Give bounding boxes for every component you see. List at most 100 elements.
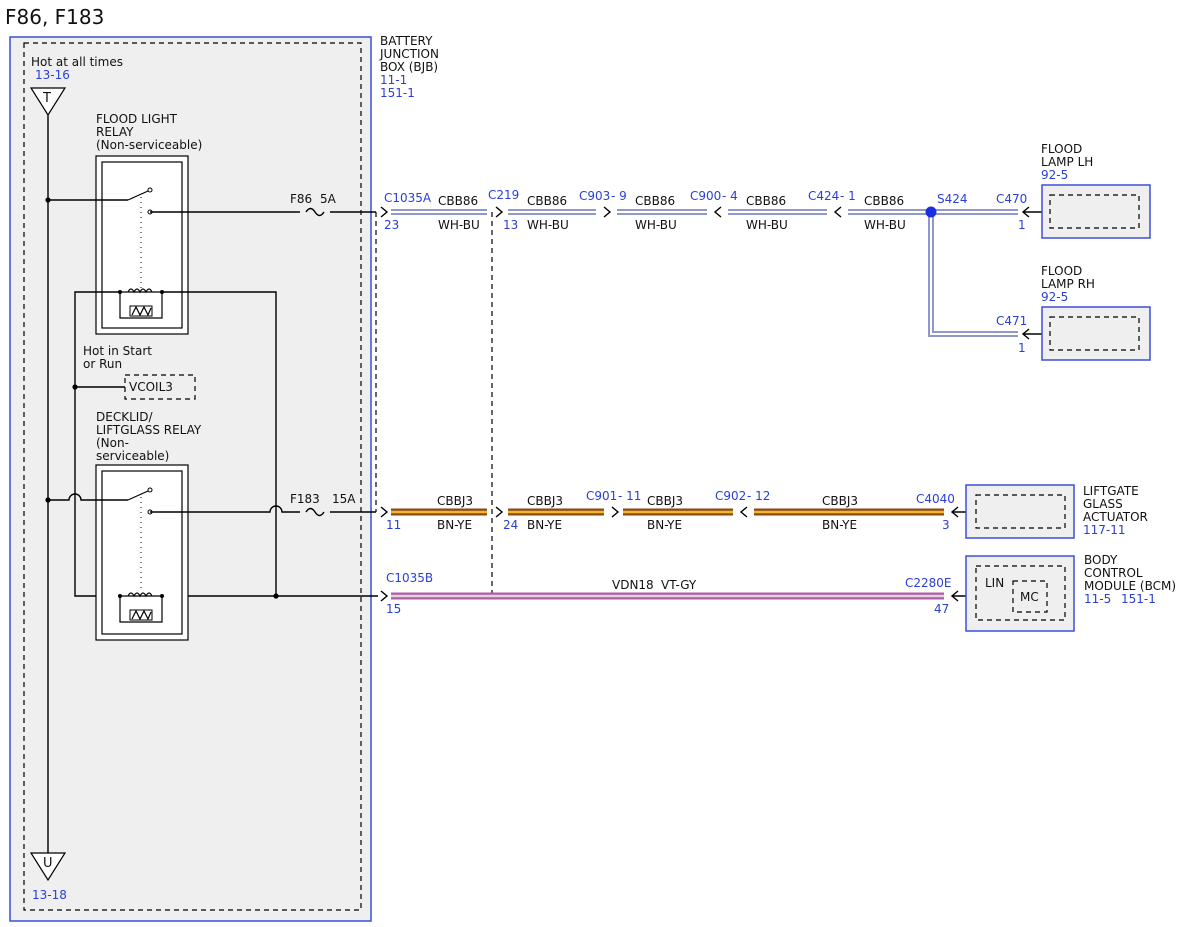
c902-label[interactable]: C902 — [715, 489, 746, 503]
c2280e-label[interactable]: C2280E — [905, 576, 952, 590]
bus-junction-1 — [45, 197, 51, 203]
flood-lamp-lh-ref[interactable]: 92-5 — [1041, 168, 1068, 182]
bcm-label-1: BODY — [1084, 553, 1118, 567]
c219-arrow-icon — [495, 206, 504, 218]
fuse-f183-icon — [300, 507, 330, 517]
bcm-lin-label: LIN — [985, 576, 1004, 590]
wire2-code-seg3: CBBJ3 — [647, 494, 683, 508]
c903-arrow-icon — [603, 206, 612, 218]
liftgate-label-3: ACTUATOR — [1083, 510, 1148, 524]
c1035b-arrow-icon — [380, 590, 389, 602]
svg-text:(Non-: (Non- — [96, 436, 129, 450]
wire-color-seg3: WH-BU — [635, 218, 677, 232]
svg-text:LIFTGLASS RELAY: LIFTGLASS RELAY — [96, 423, 202, 437]
svg-text:serviceable): serviceable) — [96, 449, 169, 463]
vcoil-label: VCOIL3 — [129, 380, 173, 394]
hot-ref-link[interactable]: 13-16 — [35, 68, 70, 82]
svg-text:11-1: 11-1 — [380, 73, 407, 87]
c903-pin: - 9 — [611, 189, 627, 203]
svg-text:Hot in Start: Hot in Start — [83, 344, 152, 358]
c900-arrow-icon — [713, 206, 722, 218]
c903-label[interactable]: C903 — [579, 189, 610, 203]
bjb-inner-dashed — [23, 42, 362, 911]
bus-to-decklid-relay-wire — [48, 493, 128, 501]
flood-lamp-lh-label-1: FLOOD — [1041, 142, 1082, 156]
page-title: F86, F183 — [5, 5, 104, 29]
vcoil-box — [124, 374, 196, 400]
c424-label[interactable]: C424 — [808, 189, 839, 203]
wire2-color-seg3: BN-YE — [647, 518, 682, 532]
wire3-code: VDN18 — [612, 578, 654, 592]
svg-text:BATTERY: BATTERY — [380, 34, 433, 48]
liftgate-label-1: LIFTGATE — [1083, 484, 1139, 498]
c424-pin: - 1 — [840, 189, 856, 203]
c4040-pin: 3 — [942, 518, 950, 532]
c219-pin-13: 13 — [503, 218, 518, 232]
svg-text:or Run: or Run — [83, 357, 122, 371]
svg-text:151-1: 151-1 — [380, 86, 415, 100]
wire-code-seg2: CBB86 — [527, 194, 567, 208]
c1035a-arrow-icon — [380, 206, 389, 218]
wire2-color-seg1: BN-YE — [437, 518, 472, 532]
wire-code-seg4: CBB86 — [746, 194, 786, 208]
s424-label[interactable]: S424 — [937, 192, 968, 206]
bcm-mc-label: MC — [1020, 590, 1039, 604]
wire-code-seg5: CBB86 — [864, 194, 904, 208]
liftgate-ref[interactable]: 117-11 — [1083, 523, 1126, 537]
c219-pin24-arrow-icon — [495, 506, 504, 518]
c1035a-label[interactable]: C1035A — [384, 191, 432, 205]
c1035a-pin11-arrow-icon — [380, 506, 389, 518]
bcm-ref-2[interactable]: 151-1 — [1121, 592, 1156, 606]
c901-label[interactable]: C901 — [586, 489, 617, 503]
c901-pin: - 11 — [618, 489, 641, 503]
wire-color-seg2: WH-BU — [527, 218, 569, 232]
c902-arrow-icon — [739, 506, 748, 518]
svg-text:RELAY: RELAY — [96, 125, 134, 139]
liftgate-label-2: GLASS — [1083, 497, 1123, 511]
bjb-label: BATTERY JUNCTION BOX (BJB) 11-1 151-1 — [379, 34, 439, 100]
bcm-ref-1[interactable]: 11-5 — [1084, 592, 1111, 606]
bottom-ref-link[interactable]: 13-18 — [32, 888, 67, 902]
svg-text:U: U — [43, 856, 53, 871]
decklid-relay-label: DECKLID/ LIFTGLASS RELAY (Non- serviceab… — [96, 410, 202, 463]
c424-arrow-icon — [833, 206, 842, 218]
hot-in-start-run-label: Hot in Start or Run — [83, 344, 152, 371]
splice-s424 — [925, 206, 937, 218]
svg-text:(Non-serviceable): (Non-serviceable) — [96, 138, 202, 152]
fuse-f183-rating: 15A — [332, 492, 356, 506]
triangle-u-icon: U — [29, 852, 67, 882]
circuit1-wires — [391, 209, 1018, 337]
wire-color-seg5: WH-BU — [864, 218, 906, 232]
c1035b-label[interactable]: C1035B — [386, 571, 433, 585]
svg-text:DECKLID/: DECKLID/ — [96, 410, 154, 424]
c4040-label[interactable]: C4040 — [916, 492, 955, 506]
decklid-relay-out-wire — [150, 505, 376, 513]
c2280e-pin: 47 — [934, 602, 949, 616]
bus-junction-2 — [45, 497, 51, 503]
flood-light-relay — [95, 155, 189, 335]
c900-label[interactable]: C900 — [690, 189, 721, 203]
flood-lamp-lh-label-2: LAMP LH — [1041, 155, 1093, 169]
decklid-liftglass-relay — [95, 464, 189, 641]
c1035a-pin-11: 11 — [386, 518, 401, 532]
liftgate-glass-actuator[interactable] — [965, 484, 1075, 539]
c471-label[interactable]: C471 — [996, 314, 1027, 328]
c1035a-pin-23: 23 — [384, 218, 399, 232]
c219-label[interactable]: C219 — [488, 188, 519, 202]
wire2-color-seg2: BN-YE — [527, 518, 562, 532]
wire-color-seg1: WH-BU — [438, 218, 480, 232]
c902-pin: - 12 — [747, 489, 770, 503]
wire-code-seg3: CBB86 — [635, 194, 675, 208]
bcm-label-3: MODULE (BCM) — [1084, 579, 1176, 593]
body-control-module[interactable] — [965, 555, 1075, 632]
bcm-label-2: CONTROL — [1084, 566, 1143, 580]
c470-label[interactable]: C470 — [996, 192, 1027, 206]
svg-text:FLOOD LIGHT: FLOOD LIGHT — [96, 112, 178, 126]
flood-light-relay-label: FLOOD LIGHT RELAY (Non-serviceable) — [96, 112, 202, 152]
flood-lamp-rh-ref[interactable]: 92-5 — [1041, 290, 1068, 304]
hot-at-all-times-label: Hot at all times — [31, 55, 123, 69]
flood-lamp-rh[interactable] — [1041, 306, 1151, 361]
fuse-f86-rating: 5A — [320, 192, 337, 206]
flood-lamp-lh[interactable] — [1041, 184, 1151, 239]
